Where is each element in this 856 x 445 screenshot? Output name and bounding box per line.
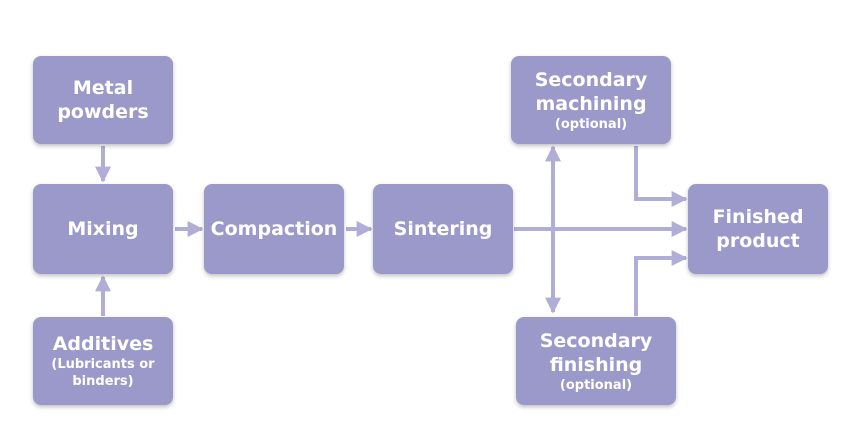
sintering-label: Sintering [393,218,493,240]
secondary-machining-line2: machining [535,92,647,115]
secondary-machining-line1: Secondary [534,68,648,91]
secondary-finishing-box: Secondary finishing (optional) [516,317,676,405]
secondary-machining-note: (optional) [554,116,628,132]
additives-sub2: binders) [72,374,134,389]
mixing-box: Mixing [33,184,173,274]
secondary-machining-box: Secondary machining (optional) [511,56,671,144]
additives-label: Additives [52,333,154,355]
secondary-finishing-line1: Secondary [539,329,653,352]
metal-powders-line1: Metal [72,77,134,99]
additives-box: Additives (Lubricants or binders) [33,317,173,405]
finished-product-box: Finished product [688,184,828,274]
arrow-machining-to-finished [634,146,688,207]
secondary-finishing-note: (optional) [559,377,633,393]
finished-product-line2: product [716,230,800,252]
sintering-box: Sintering [373,184,513,274]
secondary-finishing-line2: finishing [549,353,643,376]
metal-powders-box: Metal powders [33,56,173,144]
arrow-finishing-to-finished [634,250,688,316]
finished-product-line1: Finished [712,206,804,228]
compaction-box: Compaction [204,184,344,274]
additives-sub1: (Lubricants or [51,357,155,372]
compaction-label: Compaction [210,218,338,240]
metal-powders-line2: powders [57,101,149,123]
mixing-label: Mixing [67,218,139,240]
